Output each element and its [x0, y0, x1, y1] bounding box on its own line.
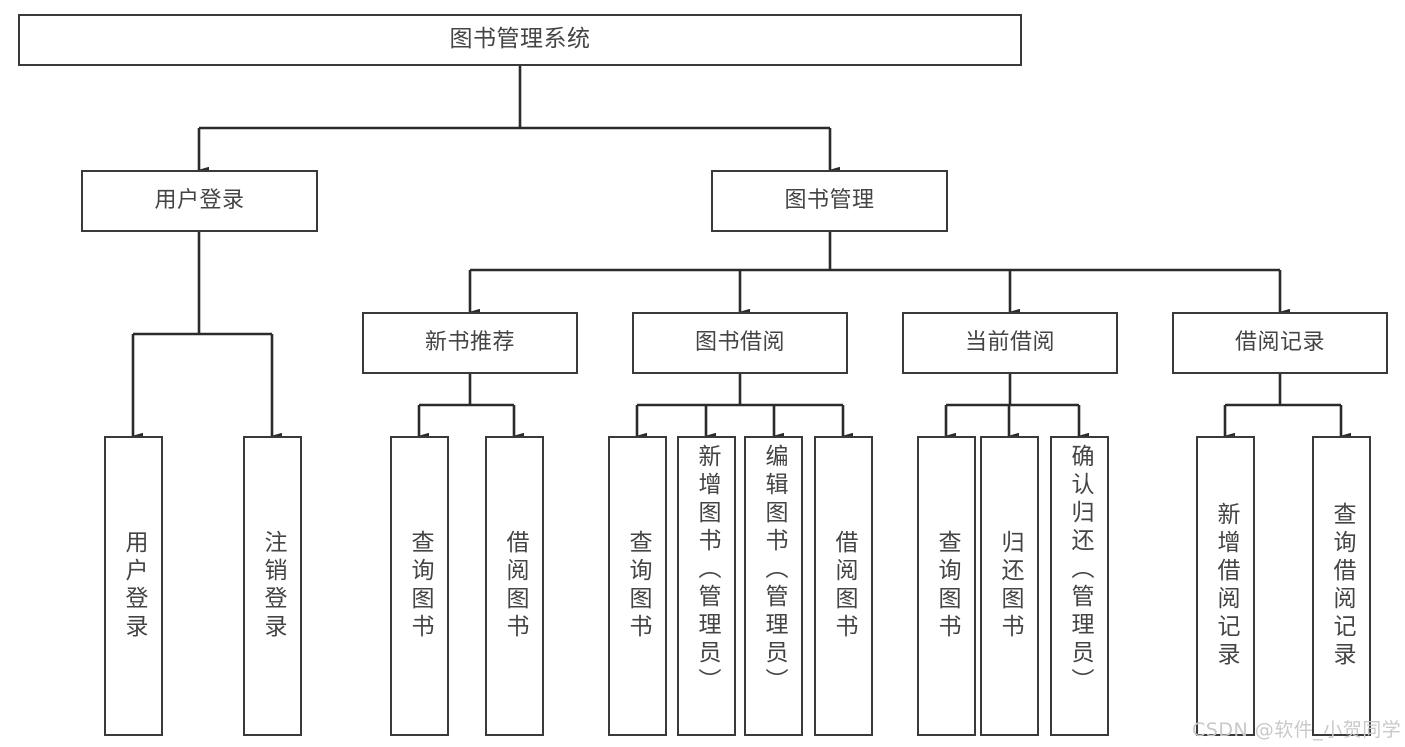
node-leaf-logout-login-label: 注销登录 — [260, 530, 286, 642]
node-user-login-label: 用户登录 — [154, 187, 245, 213]
watermark-text: CSDN @软件_小贺同学 — [1192, 719, 1402, 741]
node-leaf-query-book-1[interactable]: 查询图书 — [390, 436, 449, 736]
node-leaf-add-book[interactable]: 新增图书（管理员） — [677, 436, 736, 736]
node-borrow-record[interactable]: 借阅记录 — [1172, 312, 1388, 374]
node-leaf-confirm-return[interactable]: 确认归还（管理员） — [1050, 436, 1109, 736]
node-leaf-confirm-return-label: 确认归还（管理员） — [1067, 444, 1093, 696]
node-leaf-query-book-2[interactable]: 查询图书 — [608, 436, 667, 736]
node-leaf-user-login[interactable]: 用户登录 — [104, 436, 163, 736]
node-new-book-recommend[interactable]: 新书推荐 — [362, 312, 578, 374]
node-book-borrow-label: 图书借阅 — [694, 329, 785, 355]
node-user-login[interactable]: 用户登录 — [81, 170, 318, 232]
node-current-borrow[interactable]: 当前借阅 — [902, 312, 1118, 374]
node-leaf-borrow-book-2-label: 借阅图书 — [831, 530, 857, 642]
node-leaf-add-record-label: 新增借阅记录 — [1213, 502, 1239, 670]
node-leaf-query-record[interactable]: 查询借阅记录 — [1312, 436, 1371, 736]
node-root-label: 图书管理系统 — [449, 26, 591, 53]
node-leaf-query-book-1-label: 查询图书 — [407, 530, 433, 642]
node-leaf-query-book-3-label: 查询图书 — [934, 530, 960, 642]
node-leaf-add-record[interactable]: 新增借阅记录 — [1196, 436, 1255, 736]
node-current-borrow-label: 当前借阅 — [964, 329, 1055, 355]
node-leaf-query-book-3[interactable]: 查询图书 — [917, 436, 976, 736]
node-leaf-edit-book-label: 编辑图书（管理员） — [761, 444, 787, 696]
node-book-management[interactable]: 图书管理 — [711, 170, 948, 232]
node-root[interactable]: 图书管理系统 — [18, 14, 1022, 66]
node-new-book-recommend-label: 新书推荐 — [424, 329, 515, 355]
node-leaf-edit-book[interactable]: 编辑图书（管理员） — [744, 436, 803, 736]
node-borrow-record-label: 借阅记录 — [1234, 329, 1325, 355]
node-leaf-borrow-book-1-label: 借阅图书 — [502, 530, 528, 642]
node-leaf-return-book-label: 归还图书 — [997, 530, 1023, 642]
node-book-management-label: 图书管理 — [784, 187, 875, 213]
node-leaf-add-book-label: 新增图书（管理员） — [694, 444, 720, 696]
node-leaf-return-book[interactable]: 归还图书 — [980, 436, 1039, 736]
node-leaf-query-book-2-label: 查询图书 — [625, 530, 651, 642]
node-leaf-user-login-label: 用户登录 — [121, 530, 147, 642]
node-leaf-borrow-book-1[interactable]: 借阅图书 — [485, 436, 544, 736]
node-leaf-query-record-label: 查询借阅记录 — [1329, 502, 1355, 670]
node-book-borrow[interactable]: 图书借阅 — [632, 312, 848, 374]
node-leaf-logout-login[interactable]: 注销登录 — [243, 436, 302, 736]
node-leaf-borrow-book-2[interactable]: 借阅图书 — [814, 436, 873, 736]
